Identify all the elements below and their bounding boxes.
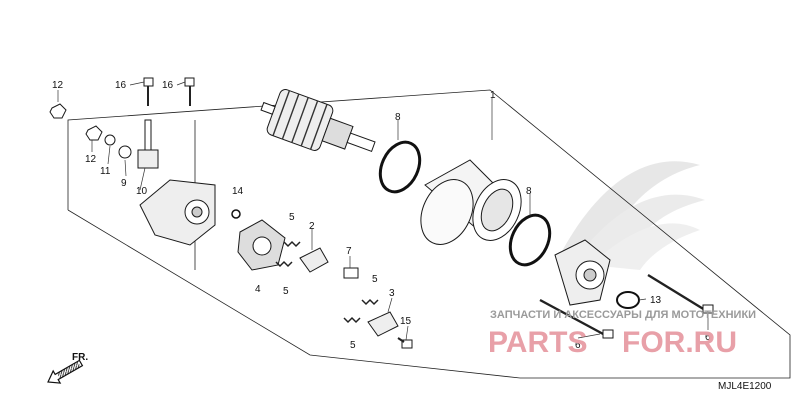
callout-10: 10 <box>136 186 148 197</box>
callout-1: 1 <box>490 90 496 101</box>
callout-3: 3 <box>389 288 395 299</box>
watermark-brand-parts: PARTS <box>488 326 587 359</box>
brush-2 <box>299 247 329 273</box>
callout-11: 11 <box>100 166 111 177</box>
callout-6a: 6 <box>575 340 581 351</box>
callout-5d: 5 <box>350 340 356 351</box>
callout-5a: 5 <box>289 212 295 223</box>
armature <box>260 89 376 153</box>
direction-label: FR. <box>72 352 88 363</box>
nut-12-upper <box>49 103 67 119</box>
callout-12a: 12 <box>52 80 64 91</box>
callout-7: 7 <box>346 246 352 257</box>
callout-8a: 8 <box>395 112 401 123</box>
o-ring-13 <box>616 291 640 309</box>
through-bolts <box>539 273 706 337</box>
callout-14: 14 <box>232 186 244 197</box>
callout-5b: 5 <box>283 286 289 297</box>
callout-4: 4 <box>255 284 261 295</box>
callouts: 1 2 3 4 5 5 5 5 6 6 7 8 8 9 10 11 12 12 … <box>52 80 711 351</box>
callout-13: 13 <box>650 295 662 306</box>
front-cover <box>554 239 611 306</box>
diagram-code: MJL4E1200 <box>718 381 772 392</box>
callout-2: 2 <box>309 221 315 232</box>
callout-9: 9 <box>121 178 127 189</box>
watermark-tagline: ЗАПЧАСТИ И АКСЕССУАРЫ ДЛЯ МОТОТЕХНИКИ <box>490 309 756 321</box>
callout-15: 15 <box>400 316 412 327</box>
screw-15 <box>397 337 413 349</box>
o-ring-8-left <box>378 140 422 194</box>
wing-watermark <box>560 161 705 270</box>
callout-5c: 5 <box>372 274 378 285</box>
springs-5 <box>275 240 379 324</box>
callout-16b: 16 <box>162 80 174 91</box>
yoke-housing <box>420 159 522 245</box>
brush-3 <box>367 311 399 337</box>
o-ring-14 <box>231 209 241 219</box>
callout-16a: 16 <box>115 80 127 91</box>
terminal-10 <box>137 119 159 169</box>
collar-9 <box>118 145 132 159</box>
rear-cover <box>139 179 216 246</box>
front-direction-arrow <box>47 359 84 384</box>
callout-8b: 8 <box>526 186 532 197</box>
brush-holder-4 <box>237 219 286 271</box>
callout-12b: 12 <box>85 154 97 165</box>
bolt-6-head-b <box>702 304 714 314</box>
nut-12-lower <box>85 125 103 141</box>
bolt-6-head-a <box>602 329 614 339</box>
washer-11 <box>104 134 116 146</box>
leader-lines <box>57 90 709 341</box>
callout-6b: 6 <box>705 332 711 343</box>
callout-leaders-16 <box>129 81 186 86</box>
brush-7 <box>343 267 359 279</box>
watermark-brand-for-ru: FOR.RU <box>622 326 737 359</box>
o-ring-8-right <box>508 213 552 267</box>
